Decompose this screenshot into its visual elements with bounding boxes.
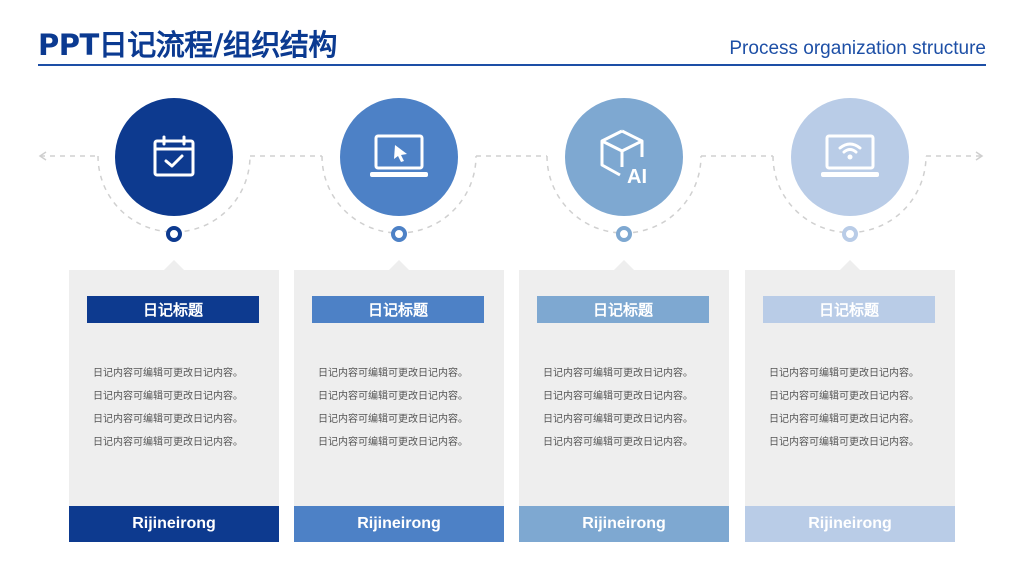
card-text-line: 日记内容可编辑可更改日记内容。 (318, 368, 468, 379)
step-3-marker (616, 226, 632, 242)
arrow-right-icon (975, 151, 984, 161)
card-text-line: 日记内容可编辑可更改日记内容。 (769, 368, 919, 379)
card-2-pointer (389, 260, 409, 270)
card-4-pointer (840, 260, 860, 270)
step-2-marker (391, 226, 407, 242)
step-1-circle (115, 98, 233, 216)
card-text-line: 日记内容可编辑可更改日记内容。 (318, 414, 468, 425)
card-text-line: 日记内容可编辑可更改日记内容。 (769, 414, 919, 425)
card-footer: Rijineirong (745, 506, 955, 542)
card-text-line: 日记内容可编辑可更改日记内容。 (543, 437, 693, 448)
step-1-marker (166, 226, 182, 242)
card-text-line: 日记内容可编辑可更改日记内容。 (93, 368, 243, 379)
card-text-line: 日记内容可编辑可更改日记内容。 (769, 391, 919, 402)
card-body: 日记内容可编辑可更改日记内容。 日记内容可编辑可更改日记内容。 日记内容可编辑可… (543, 362, 713, 454)
card-text-line: 日记内容可编辑可更改日记内容。 (318, 391, 468, 402)
card-body: 日记内容可编辑可更改日记内容。 日记内容可编辑可更改日记内容。 日记内容可编辑可… (318, 362, 488, 454)
card-text-line: 日记内容可编辑可更改日记内容。 (93, 414, 243, 425)
card-3-pointer (614, 260, 634, 270)
step-4-marker (842, 226, 858, 242)
card-text-line: 日记内容可编辑可更改日记内容。 (93, 437, 243, 448)
card-title: 日记标题 (537, 296, 709, 323)
card-title: 日记标题 (763, 296, 935, 323)
card-title: 日记标题 (87, 296, 259, 323)
cube-ai-icon: AI (600, 129, 647, 187)
card-text-line: 日记内容可编辑可更改日记内容。 (543, 391, 693, 402)
step-2-circle (340, 98, 458, 216)
card-title: 日记标题 (312, 296, 484, 323)
svg-text:AI: AI (627, 166, 647, 187)
card-body: 日记内容可编辑可更改日记内容。 日记内容可编辑可更改日记内容。 日记内容可编辑可… (769, 362, 939, 454)
card-text-line: 日记内容可编辑可更改日记内容。 (93, 391, 243, 402)
page-title: PPT日记流程/组织结构 (38, 28, 337, 62)
page-subtitle: Process organization structure (729, 38, 986, 59)
step-card-3: 日记标题 日记内容可编辑可更改日记内容。 日记内容可编辑可更改日记内容。 日记内… (519, 270, 729, 542)
step-3-circle: AI (565, 98, 683, 216)
card-text-line: 日记内容可编辑可更改日记内容。 (543, 368, 693, 379)
card-1-pointer (164, 260, 184, 270)
card-text-line: 日记内容可编辑可更改日记内容。 (543, 414, 693, 425)
card-footer: Rijineirong (519, 506, 729, 542)
step-card-1: 日记标题 日记内容可编辑可更改日记内容。 日记内容可编辑可更改日记内容。 日记内… (69, 270, 279, 542)
step-card-4: 日记标题 日记内容可编辑可更改日记内容。 日记内容可编辑可更改日记内容。 日记内… (745, 270, 955, 542)
calendar-check-icon (153, 135, 195, 177)
card-footer: Rijineirong (69, 506, 279, 542)
laptop-wifi-icon (821, 134, 879, 177)
card-text-line: 日记内容可编辑可更改日记内容。 (769, 437, 919, 448)
laptop-cursor-icon (370, 134, 428, 177)
card-text-line: 日记内容可编辑可更改日记内容。 (318, 437, 468, 448)
card-body: 日记内容可编辑可更改日记内容。 日记内容可编辑可更改日记内容。 日记内容可编辑可… (93, 362, 263, 454)
header-divider (38, 64, 986, 66)
arrow-left-icon (38, 151, 47, 161)
card-footer: Rijineirong (294, 506, 504, 542)
step-4-circle (791, 98, 909, 216)
step-card-2: 日记标题 日记内容可编辑可更改日记内容。 日记内容可编辑可更改日记内容。 日记内… (294, 270, 504, 542)
